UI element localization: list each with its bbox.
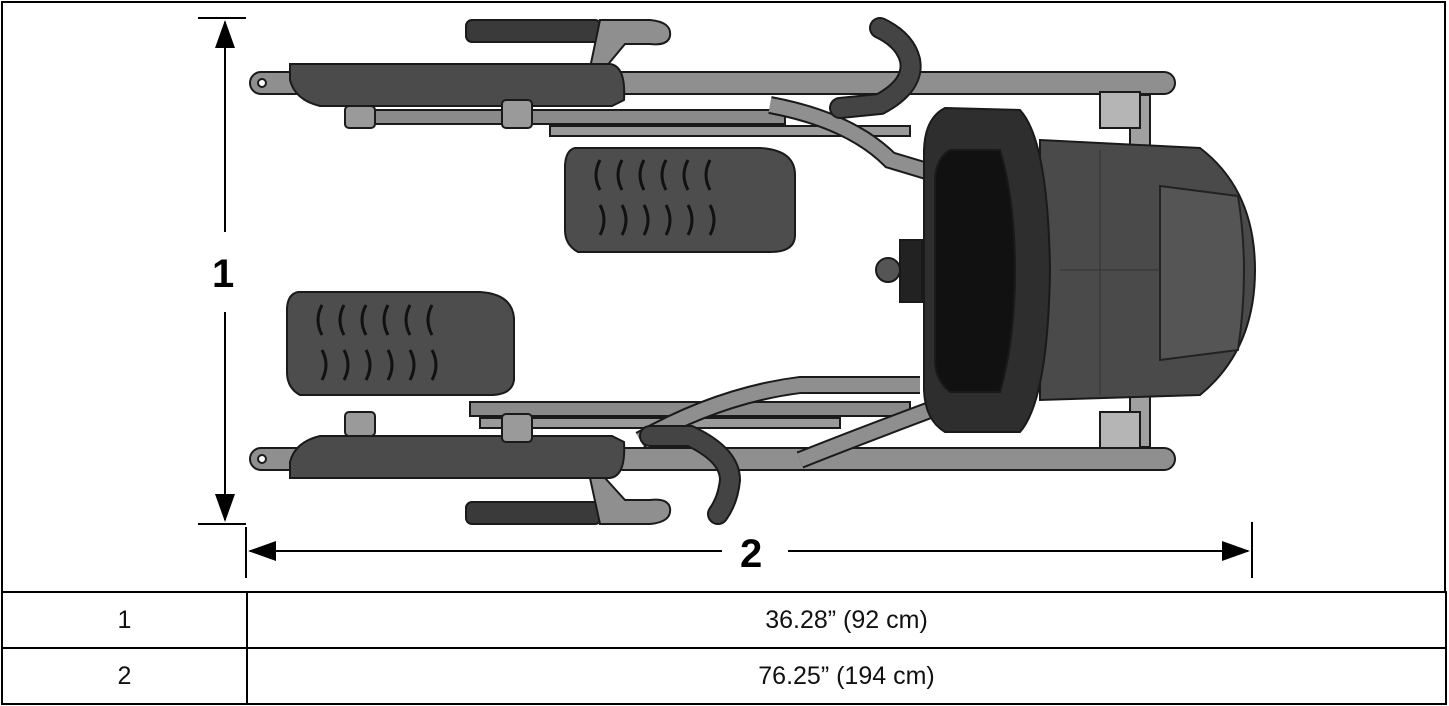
table-row: 1 36.28” (92 cm) <box>1 591 1447 649</box>
dimension-label-2: 2 <box>740 532 762 576</box>
dimension-line-2: 2 <box>245 522 1253 578</box>
dimensions-table: 1 36.28” (92 cm) 2 76.25” (194 cm) <box>1 591 1447 705</box>
dimension-key-cell: 1 <box>1 591 248 649</box>
dimension-key-cell: 2 <box>1 647 248 705</box>
elliptical-top-view-drawing: 1 2 <box>198 17 1257 578</box>
figure-border <box>1 1 1446 591</box>
table-row: 2 76.25” (194 cm) <box>1 647 1447 705</box>
dimension-line-1: 1 <box>198 17 246 525</box>
dimension-label-1: 1 <box>212 252 234 296</box>
dimension-value-cell: 36.28” (92 cm) <box>246 591 1447 649</box>
dimension-value-cell: 76.25” (194 cm) <box>246 647 1447 705</box>
elliptical-machine <box>249 17 1257 525</box>
